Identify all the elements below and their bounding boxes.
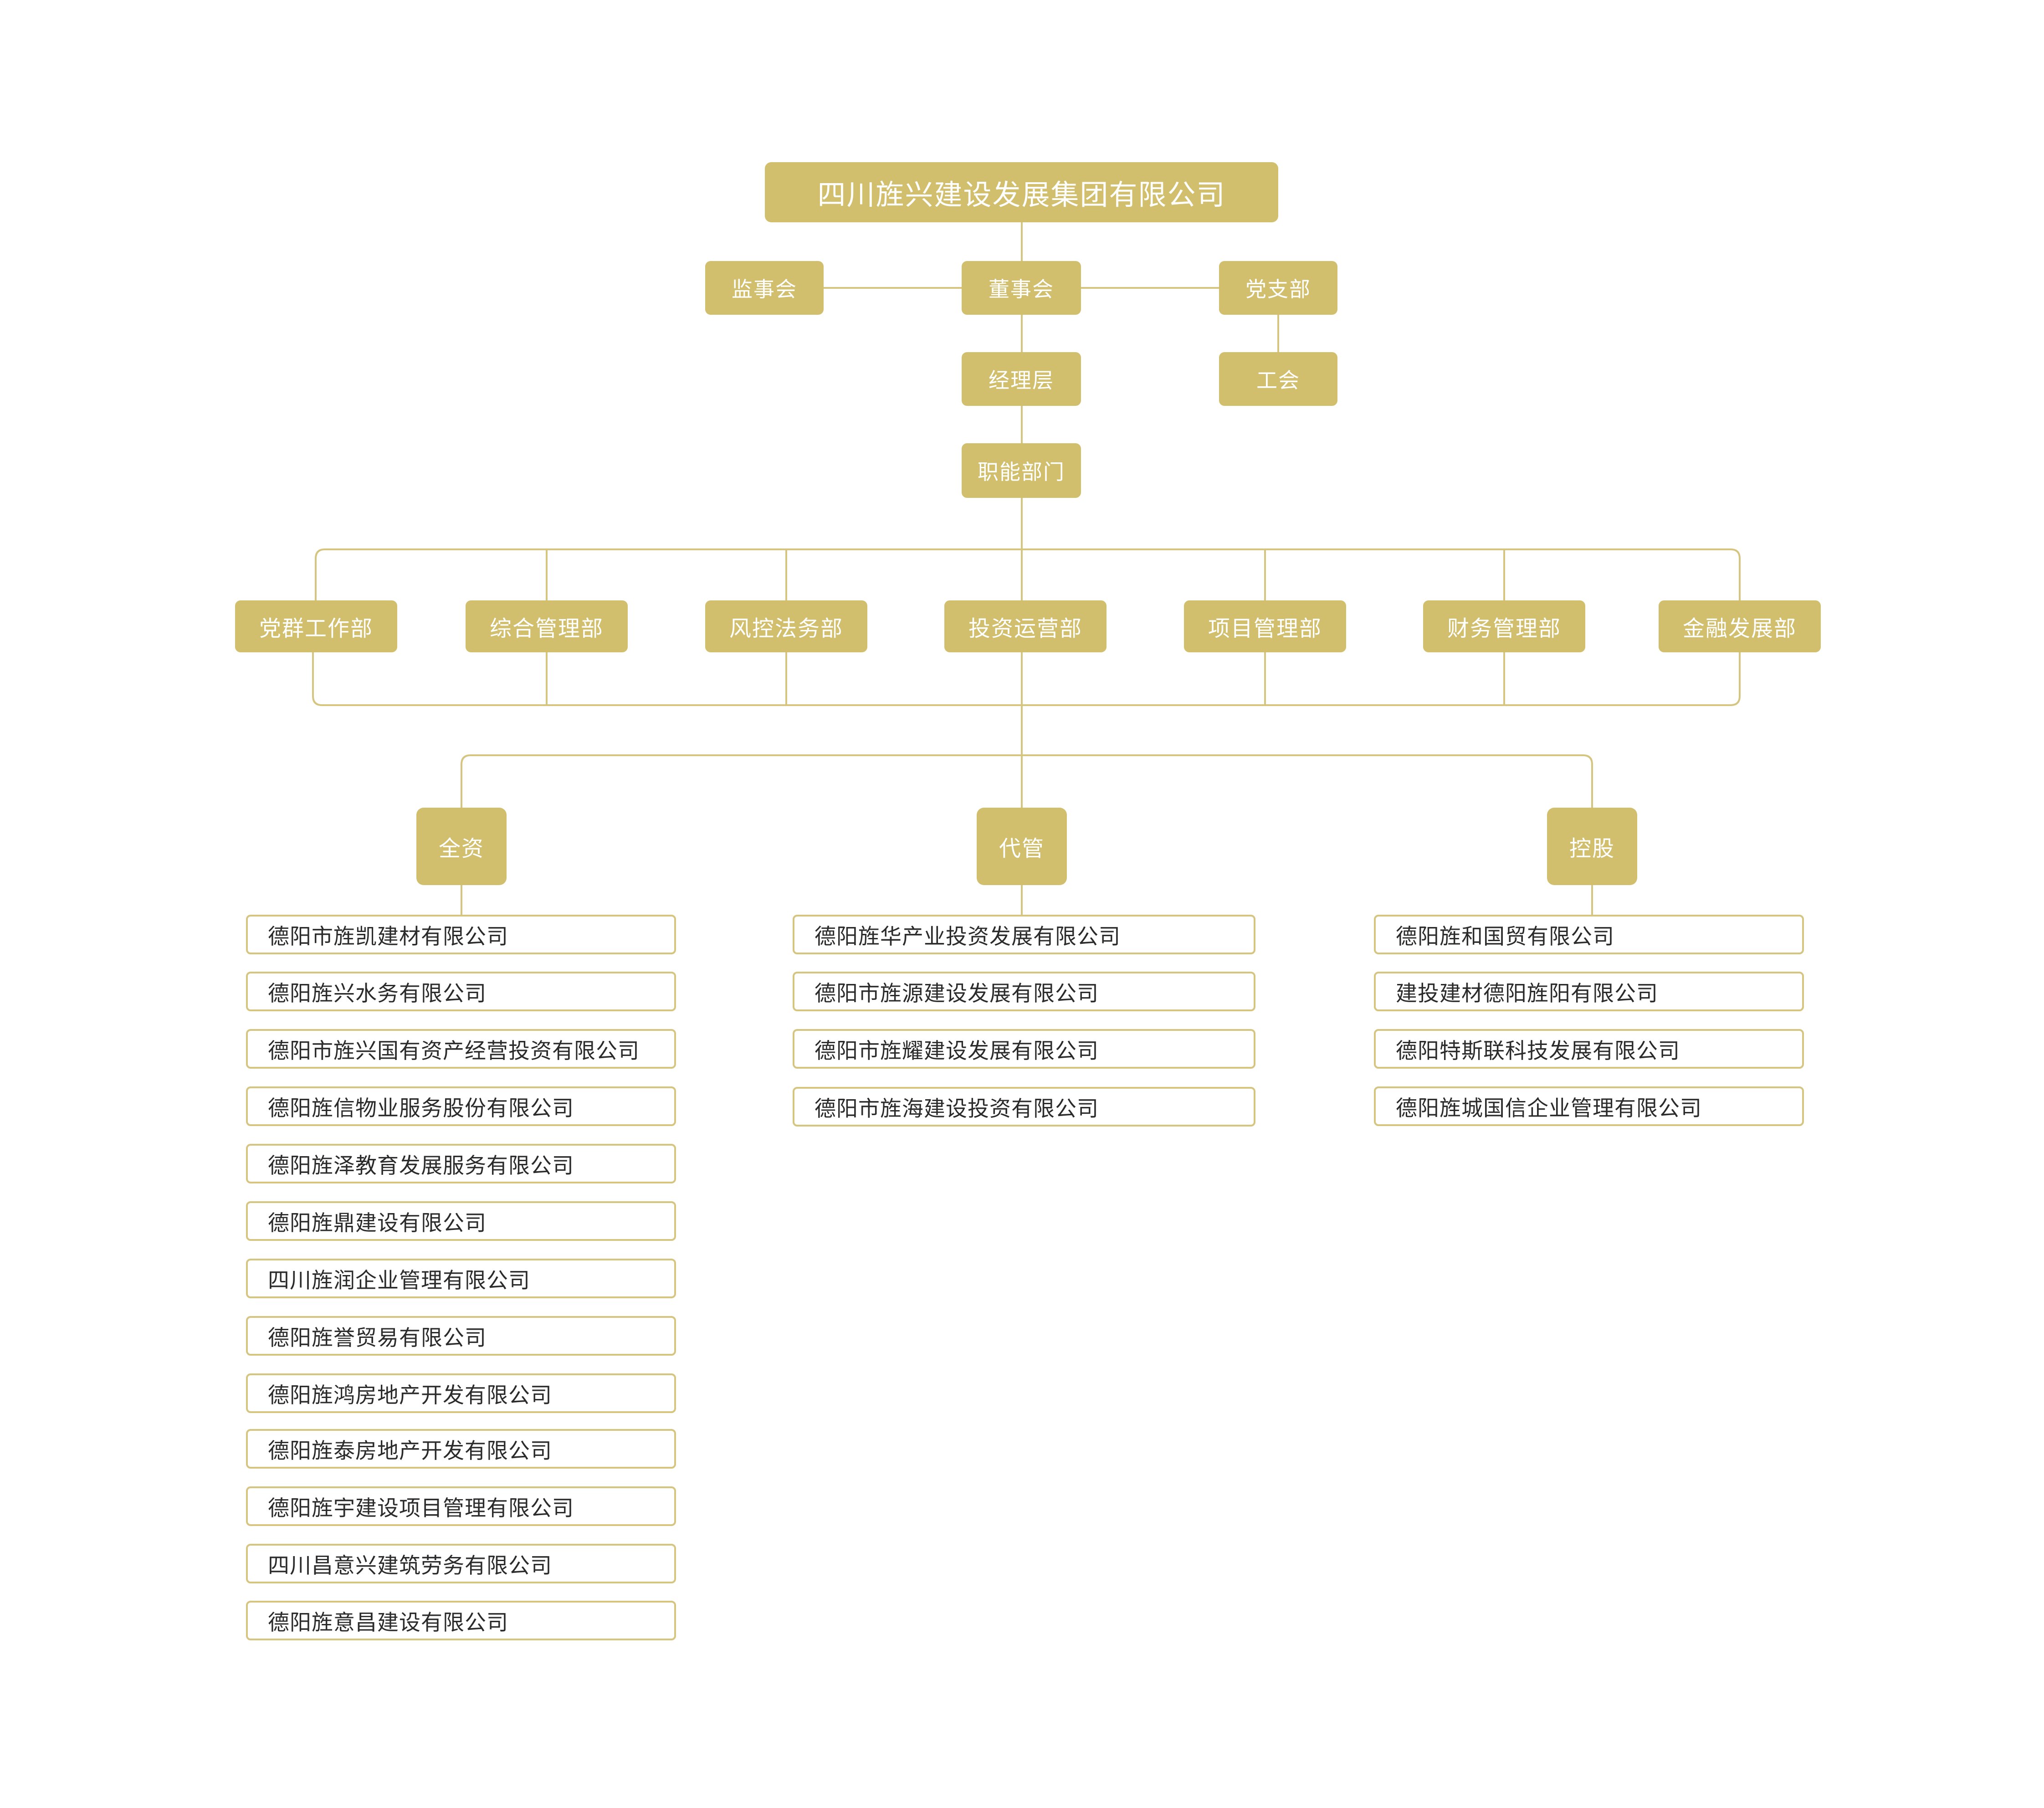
department-bottom-bus — [312, 652, 1741, 706]
department-project-management[interactable]: 项目管理部 — [1184, 600, 1346, 652]
category-holding[interactable]: 控股 — [1547, 808, 1637, 885]
company-wholly-owned-3[interactable]: 德阳市旌兴国有资产经营投资有限公司 — [246, 1029, 676, 1069]
company-wholly-owned-11[interactable]: 德阳旌宇建设项目管理有限公司 — [246, 1486, 676, 1526]
department-risk-legal[interactable]: 风控法务部 — [705, 600, 867, 652]
party-branch-node[interactable]: 党支部 — [1219, 261, 1337, 315]
department-top-bus — [315, 548, 1741, 600]
company-managed-3[interactable]: 德阳市旌耀建设发展有限公司 — [793, 1029, 1255, 1069]
company-holding-2[interactable]: 建投建材德阳旌阳有限公司 — [1374, 972, 1804, 1011]
department-financial-development[interactable]: 金融发展部 — [1659, 600, 1821, 652]
department-investment-operations[interactable]: 投资运营部 — [944, 600, 1107, 652]
company-holding-4[interactable]: 德阳旌城国信企业管理有限公司 — [1374, 1086, 1804, 1126]
functional-departments-node[interactable]: 职能部门 — [962, 443, 1081, 498]
category-bus — [461, 754, 1593, 808]
company-holding-3[interactable]: 德阳特斯联科技发展有限公司 — [1374, 1029, 1804, 1069]
company-managed-1[interactable]: 德阳旌华产业投资发展有限公司 — [793, 915, 1255, 954]
company-managed-2[interactable]: 德阳市旌源建设发展有限公司 — [793, 972, 1255, 1011]
company-wholly-owned-6[interactable]: 德阳旌鼎建设有限公司 — [246, 1201, 676, 1241]
department-finance-management[interactable]: 财务管理部 — [1423, 600, 1585, 652]
category-managed[interactable]: 代管 — [977, 808, 1067, 885]
department-general-management[interactable]: 综合管理部 — [466, 600, 628, 652]
category-wholly-owned[interactable]: 全资 — [416, 808, 507, 885]
company-wholly-owned-7[interactable]: 四川旌润企业管理有限公司 — [246, 1259, 676, 1298]
company-wholly-owned-4[interactable]: 德阳旌信物业服务股份有限公司 — [246, 1086, 676, 1126]
trade-union-node[interactable]: 工会 — [1219, 352, 1337, 406]
board-of-directors-node[interactable]: 董事会 — [962, 261, 1081, 315]
company-managed-4[interactable]: 德阳市旌海建设投资有限公司 — [793, 1087, 1255, 1127]
company-wholly-owned-12[interactable]: 四川昌意兴建筑劳务有限公司 — [246, 1544, 676, 1583]
company-wholly-owned-2[interactable]: 德阳旌兴水务有限公司 — [246, 972, 676, 1011]
company-holding-1[interactable]: 德阳旌和国贸有限公司 — [1374, 915, 1804, 954]
group-company-node[interactable]: 四川旌兴建设发展集团有限公司 — [765, 162, 1278, 222]
company-wholly-owned-9[interactable]: 德阳旌鸿房地产开发有限公司 — [246, 1373, 676, 1413]
department-party-work[interactable]: 党群工作部 — [235, 600, 397, 652]
company-wholly-owned-13[interactable]: 德阳旌意昌建设有限公司 — [246, 1601, 676, 1640]
management-node[interactable]: 经理层 — [962, 352, 1081, 406]
company-wholly-owned-5[interactable]: 德阳旌泽教育发展服务有限公司 — [246, 1144, 676, 1183]
company-wholly-owned-10[interactable]: 德阳旌泰房地产开发有限公司 — [246, 1429, 676, 1469]
company-wholly-owned-1[interactable]: 德阳市旌凯建材有限公司 — [246, 915, 676, 954]
company-wholly-owned-8[interactable]: 德阳旌誉贸易有限公司 — [246, 1316, 676, 1356]
supervisory-board-node[interactable]: 监事会 — [705, 261, 824, 315]
